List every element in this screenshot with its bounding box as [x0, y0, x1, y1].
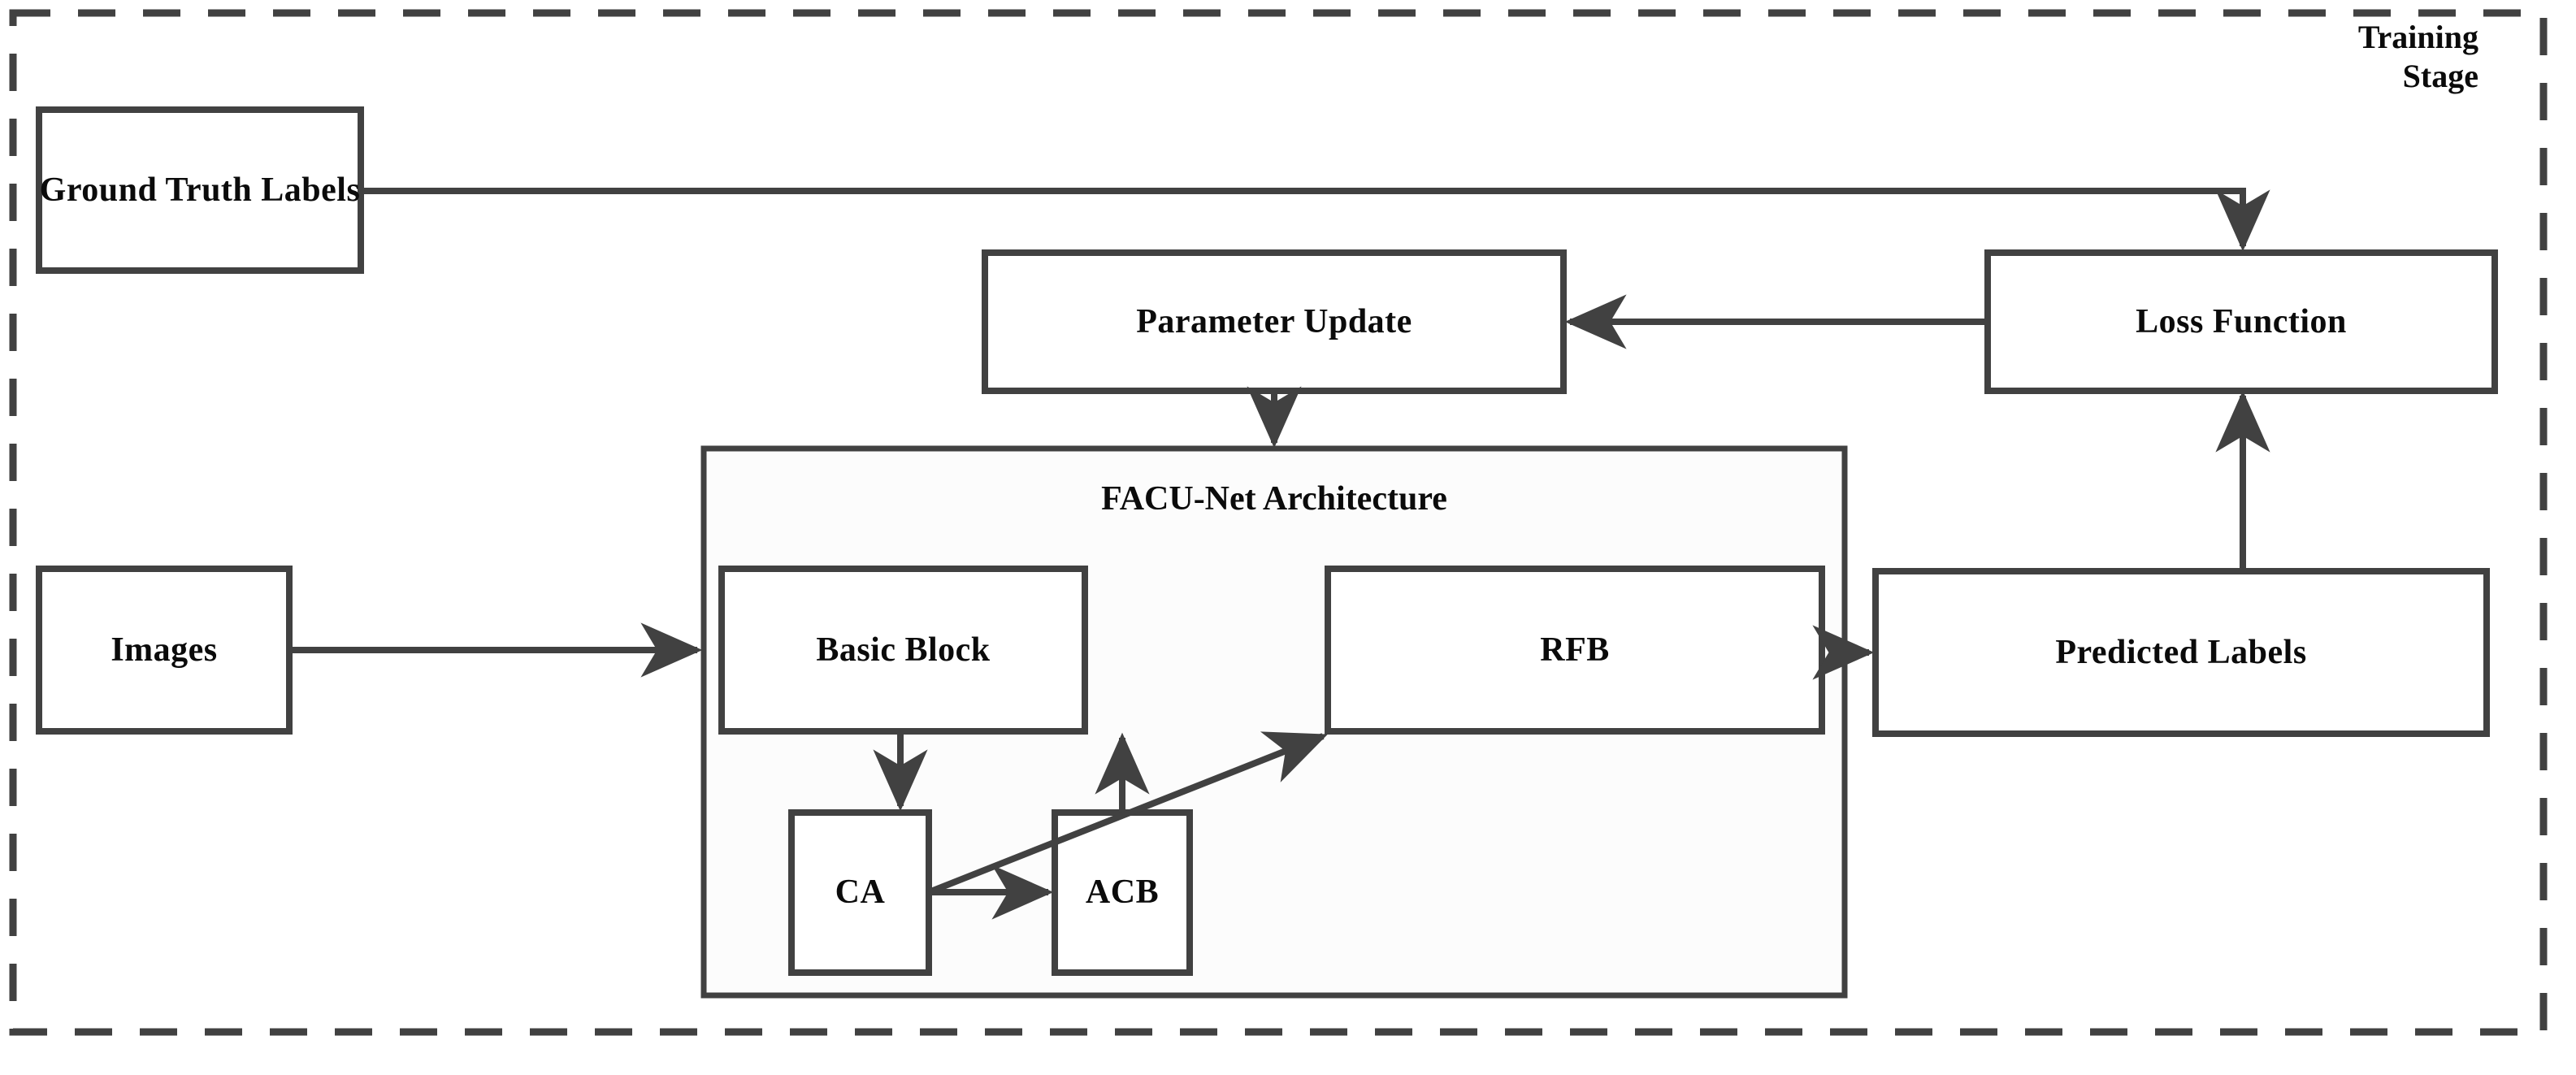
rfb-box[interactable]	[1325, 566, 1825, 735]
loss-function-box[interactable]	[1984, 249, 2498, 394]
training-stage-caption-line1: Training	[2357, 19, 2478, 55]
training-stage-caption-line2: Stage	[2402, 58, 2478, 94]
ground-truth-labels-box[interactable]	[36, 106, 364, 274]
basic-block-box[interactable]	[718, 566, 1088, 735]
connector-ground-truth-to-loss	[361, 188, 2270, 252]
images-box[interactable]	[36, 566, 293, 735]
parameter-update-box[interactable]	[982, 249, 1567, 394]
acb-box[interactable]	[1052, 809, 1193, 976]
predicted-labels-box[interactable]	[1872, 568, 2490, 737]
connector-ca-to-rfb	[927, 731, 1328, 895]
facu-net-container-label: FACU-Net Architecture	[1101, 480, 1447, 518]
ca-box[interactable]	[788, 809, 932, 976]
training-stage-boundary	[9, 9, 2548, 1036]
training-stage-caption: Training Stage	[2210, 18, 2478, 96]
